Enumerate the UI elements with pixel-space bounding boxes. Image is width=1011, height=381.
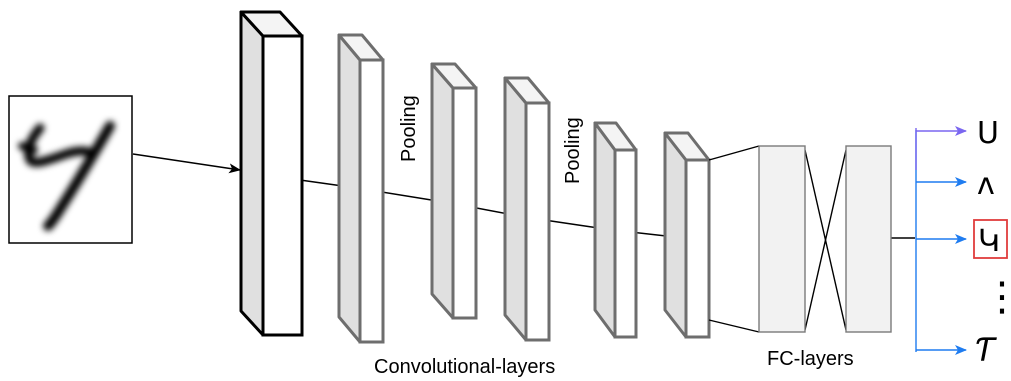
conv-layers-label: Convolutional-layers	[374, 356, 555, 378]
fc-layer-1	[758, 145, 806, 333]
pooling-label-1: Pooling	[398, 95, 420, 162]
fc-layer-2	[845, 145, 892, 333]
conv-block-2	[430, 62, 478, 320]
conv-block-5	[663, 131, 711, 339]
fc-connections	[708, 145, 915, 333]
conv-block-3	[503, 76, 551, 342]
output-ellipsis: ⋮	[982, 274, 1011, 320]
input-arrow	[132, 153, 241, 174]
input-layer-block	[239, 10, 304, 337]
prediction-highlight-box	[973, 219, 1008, 259]
pooling-label-2: Pooling	[562, 117, 584, 184]
conv-block-1	[337, 33, 385, 344]
fc-layers-label: FC-layers	[767, 348, 854, 370]
output-class-3: Կ	[978, 224, 1000, 259]
input-image	[8, 95, 133, 244]
output-class-4: Ƭ	[975, 331, 997, 369]
output-class-1: U	[977, 116, 999, 151]
conv-block-4	[593, 121, 638, 339]
output-class-2: ʌ	[977, 167, 995, 202]
